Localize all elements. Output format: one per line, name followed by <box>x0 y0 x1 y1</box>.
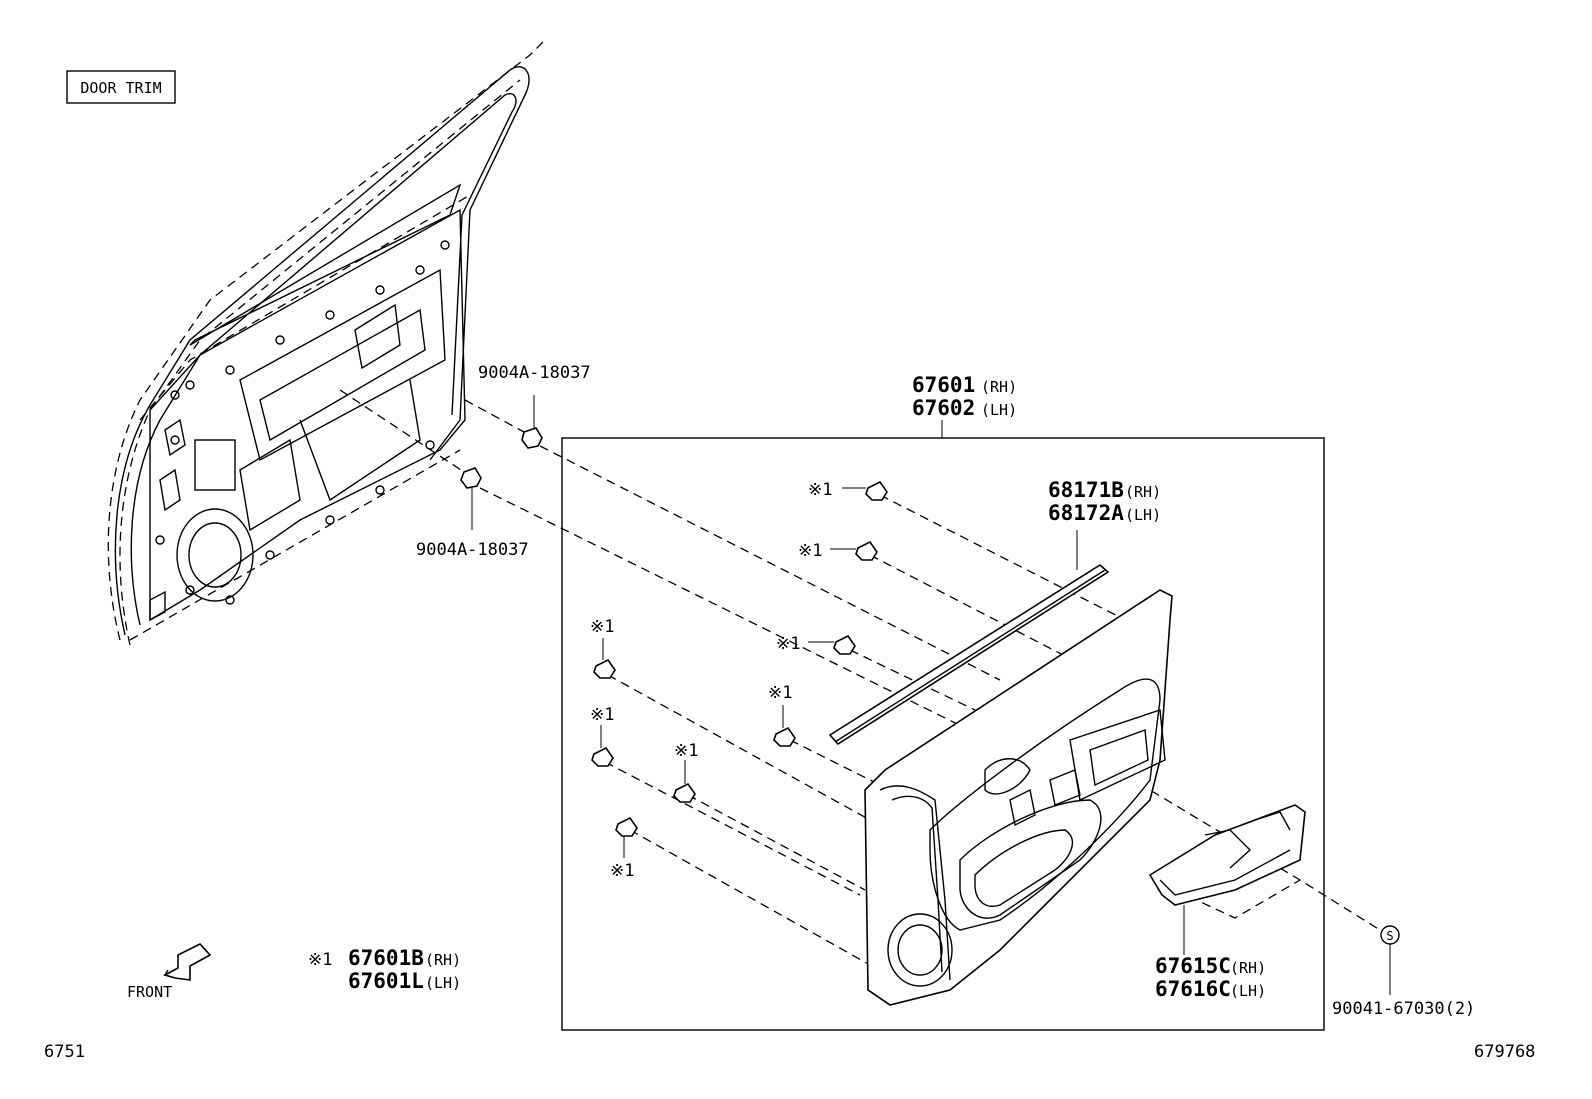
label-panel-lh-side: (LH) <box>981 401 1017 419</box>
label-panel-rh-side: (RH) <box>981 378 1017 396</box>
label-pocket-lh-side: (LH) <box>1230 982 1266 1000</box>
weatherstrip <box>828 530 1110 746</box>
screw-90041: S <box>1380 925 1400 995</box>
label-clip-lower: 9004A-18037 <box>416 540 529 560</box>
clip-mark-6: ※1 <box>590 705 614 767</box>
front-arrow-icon <box>162 943 212 981</box>
clip-mark-text-2: ※1 <box>798 541 822 561</box>
clip-mark-text-7: ※1 <box>674 741 698 761</box>
legend: ※1 67601B (RH) 67601L (LH) <box>308 946 461 993</box>
label-weatherstrip-rh-side: (RH) <box>1125 483 1161 501</box>
label-pocket-lh: 67616C <box>1155 977 1231 1001</box>
clip-mark-5: ※1 <box>590 617 616 679</box>
legend-rh-part: 67601B <box>348 946 424 970</box>
clip-mark-text-3: ※1 <box>776 634 800 654</box>
clip-mark-2: ※1 <box>798 540 878 561</box>
title-box: DOOR TRIM <box>66 70 176 104</box>
label-panel-lh: 67602 <box>912 396 975 420</box>
legend-mark: ※1 <box>308 950 332 970</box>
clip-mark-text-1: ※1 <box>808 480 832 500</box>
clip-mark-text-5: ※1 <box>590 617 614 637</box>
label-pocket-rh: 67615C <box>1155 954 1231 978</box>
label-panel-rh: 67601 <box>912 373 975 397</box>
clip-mark-3: ※1 <box>776 634 856 655</box>
screw-symbol: S <box>1386 929 1393 943</box>
label-weatherstrip-rh: 68171B <box>1048 478 1124 502</box>
legend-lh-part: 67601L <box>348 969 424 993</box>
clip-9004a-upper <box>521 395 543 449</box>
door-inner-panel <box>107 39 546 646</box>
clip-mark-8: ※1 <box>610 816 638 881</box>
clip-mark-7: ※1 <box>673 741 698 803</box>
door-trim-panel <box>864 589 1173 1006</box>
clip-9004a-lower <box>460 467 482 530</box>
clip-mark-text-4: ※1 <box>768 683 792 703</box>
clip-mark-text-6: ※1 <box>590 705 614 725</box>
clip-mark-4: ※1 <box>768 683 796 747</box>
trim-group-box <box>561 437 1325 1031</box>
label-weatherstrip-lh-side: (LH) <box>1125 506 1161 524</box>
door-pocket <box>1148 804 1306 955</box>
label-weatherstrip-lh: 68172A <box>1048 501 1124 525</box>
footer-right-code: 679768 <box>1474 1042 1535 1062</box>
label-screw: 90041-67030(2) <box>1332 999 1475 1019</box>
label-clip-upper: 9004A-18037 <box>478 363 591 383</box>
clip-mark-text-8: ※1 <box>610 861 634 881</box>
title-text: DOOR TRIM <box>80 79 161 97</box>
label-pocket-rh-side: (RH) <box>1230 959 1266 977</box>
legend-rh-side: (RH) <box>425 951 461 969</box>
footer-left-code: 6751 <box>44 1042 85 1062</box>
legend-lh-side: (LH) <box>425 974 461 992</box>
front-label: FRONT <box>127 983 172 1001</box>
clip-mark-1: ※1 <box>808 480 888 501</box>
